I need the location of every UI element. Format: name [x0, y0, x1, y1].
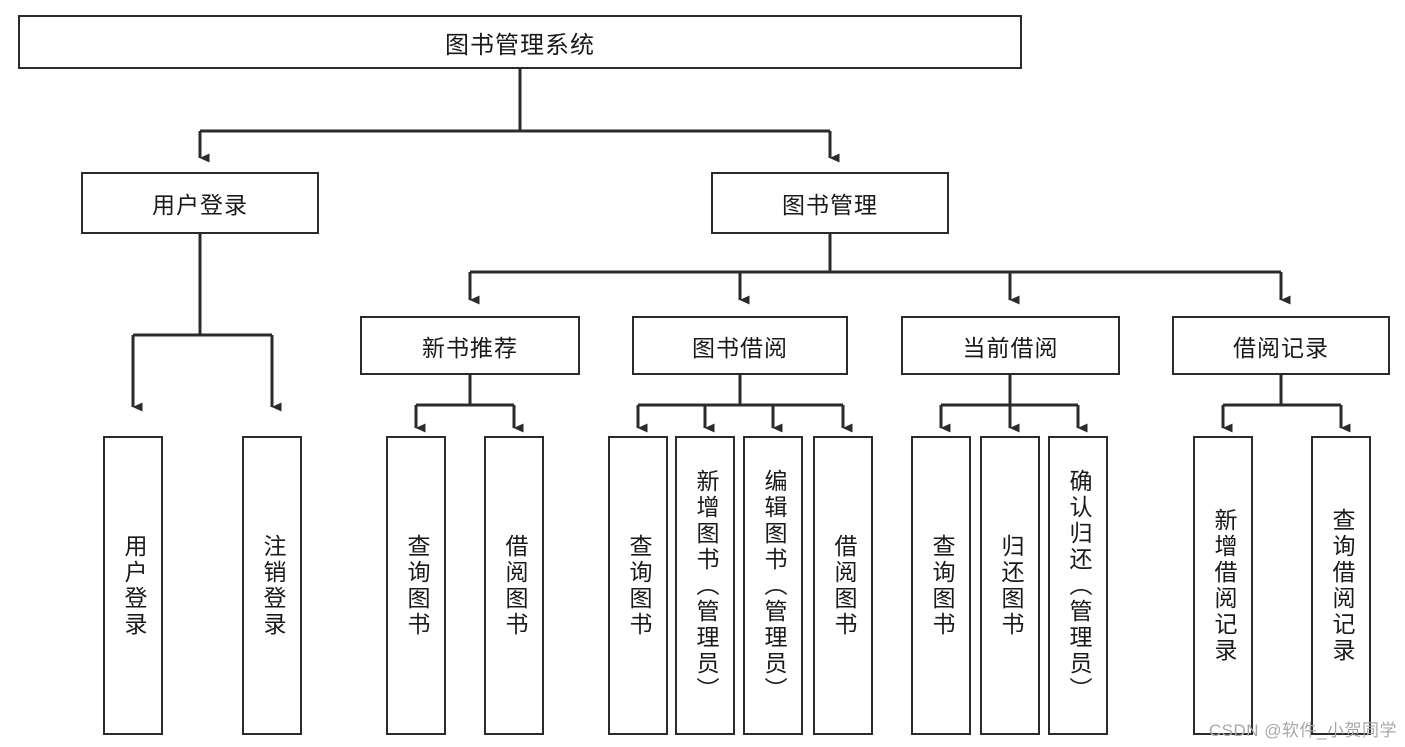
node-user-login[interactable]: 用户登录 [81, 172, 319, 234]
node-leaf-query-book-3[interactable]: 查询图书 [911, 436, 971, 735]
node-label: 图书管理系统 [445, 31, 595, 59]
node-leaf-borrow-book-2[interactable]: 借阅图书 [813, 436, 873, 735]
node-leaf-query-book-1[interactable]: 查询图书 [386, 436, 446, 735]
node-label: 查询图书 [403, 533, 430, 638]
node-leaf-query-book-2[interactable]: 查询图书 [608, 436, 668, 735]
node-label: 编辑图书（管理员） [760, 468, 787, 703]
node-label: 确认归还（管理员） [1065, 468, 1092, 703]
node-leaf-user-login[interactable]: 用户登录 [103, 436, 163, 735]
node-label: 注销登录 [259, 533, 286, 638]
node-label: 查询图书 [625, 533, 652, 638]
node-leaf-logout-login[interactable]: 注销登录 [242, 436, 302, 735]
node-label: 图书管理 [782, 192, 878, 218]
node-leaf-edit-book[interactable]: 编辑图书（管理员） [743, 436, 803, 735]
node-label: 借阅图书 [830, 533, 857, 638]
node-label: 新书推荐 [422, 334, 518, 361]
node-leaf-return-book[interactable]: 归还图书 [980, 436, 1040, 735]
node-label: 新增借阅记录 [1210, 507, 1237, 664]
node-label: 借阅记录 [1233, 334, 1329, 361]
node-leaf-add-book[interactable]: 新增图书（管理员） [675, 436, 735, 735]
node-label: 新增图书（管理员） [692, 468, 719, 703]
node-borrow-record[interactable]: 借阅记录 [1172, 316, 1390, 375]
node-label: 查询借阅记录 [1328, 507, 1355, 664]
node-root-system[interactable]: 图书管理系统 [18, 15, 1022, 69]
node-book-borrow[interactable]: 图书借阅 [632, 316, 848, 375]
node-label: 图书借阅 [692, 334, 788, 361]
watermark-text: CSDN @软件_小贺同学 [1208, 721, 1397, 740]
node-leaf-add-record[interactable]: 新增借阅记录 [1193, 436, 1253, 735]
node-label: 归还图书 [997, 533, 1024, 638]
node-label: 当前借阅 [962, 334, 1059, 361]
node-label: 用户登录 [120, 533, 147, 638]
node-label: 用户登录 [152, 192, 248, 218]
node-label: 借阅图书 [501, 533, 528, 638]
node-book-management[interactable]: 图书管理 [711, 172, 949, 234]
node-label: 查询图书 [928, 533, 955, 638]
node-current-borrow[interactable]: 当前借阅 [901, 316, 1120, 375]
node-leaf-borrow-book-1[interactable]: 借阅图书 [484, 436, 544, 735]
node-new-book-recommend[interactable]: 新书推荐 [360, 316, 580, 375]
node-leaf-query-record[interactable]: 查询借阅记录 [1311, 436, 1371, 735]
node-leaf-confirm-return[interactable]: 确认归还（管理员） [1048, 436, 1108, 735]
